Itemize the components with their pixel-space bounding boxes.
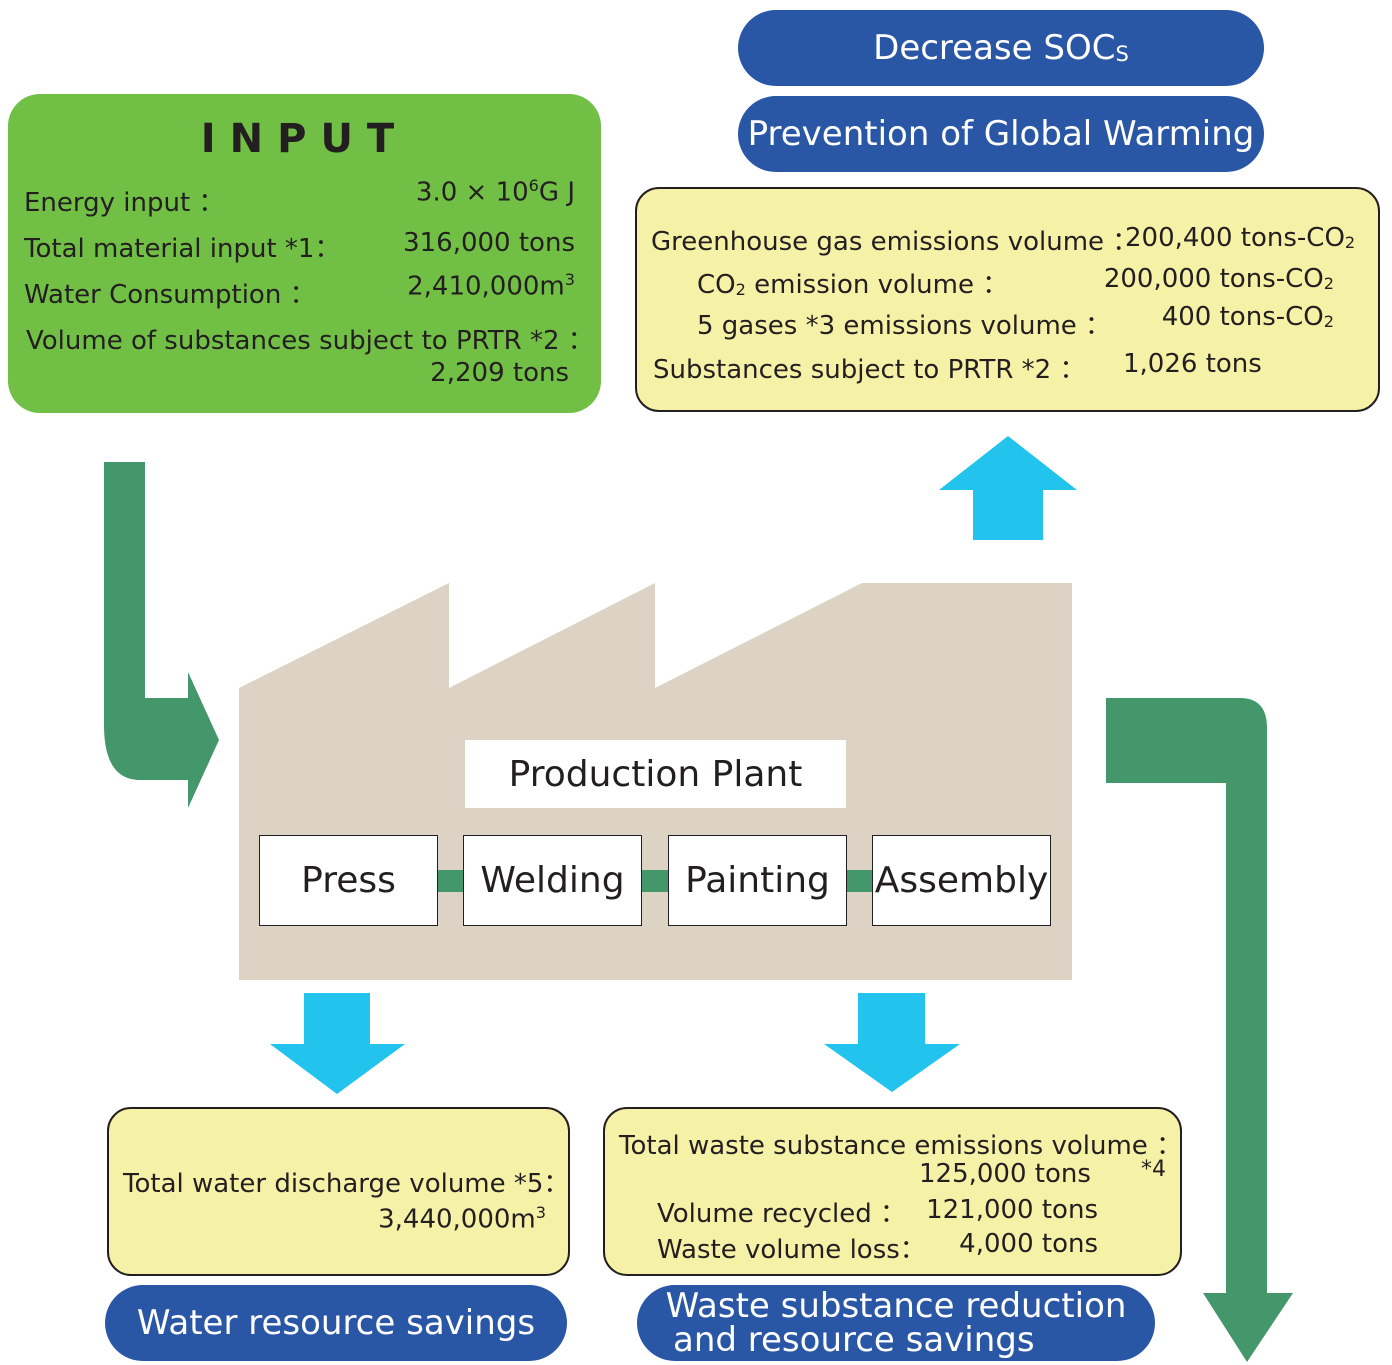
plant-title-box: Production Plant (465, 740, 846, 808)
ghg-value: 200,400 tons-CO2 (1125, 223, 1356, 253)
input-flow-arrow (104, 462, 219, 808)
prtr-emissions-value: 1,026 tons (1123, 349, 1262, 379)
waste-loss-value: 4,000 tons (959, 1229, 1098, 1259)
waste-reduction-pill: Waste substance reduction and resource s… (637, 1285, 1155, 1361)
global-warming-text: Prevention of Global Warming (747, 114, 1255, 154)
water-consumption-label: Water Consumption ： (24, 280, 316, 310)
waste-box: Total waste substance emissions volume ：… (603, 1107, 1182, 1276)
process-press: Press (259, 835, 438, 926)
prtr-input-label: Volume of substances subject to PRTR *2 … (26, 326, 594, 356)
water-savings-pill: Water resource savings (105, 1285, 567, 1361)
material-input-label: Total material input *1： (24, 234, 341, 264)
connector-press-welding (437, 870, 465, 892)
material-input-value: 316,000 tons (403, 228, 575, 258)
ghg-label: Greenhouse gas emissions volume ： (651, 227, 1139, 257)
waste-reduction-line1: Waste substance reduction (665, 1286, 1127, 1326)
down-arrow-water (270, 993, 405, 1094)
plant-title: Production Plant (508, 753, 803, 795)
co2-label: CO2 emission volume ： (697, 270, 1009, 300)
down-arrow-waste (824, 993, 960, 1092)
water-savings-text: Water resource savings (136, 1303, 536, 1343)
energy-input-value: 3.0 × 106G J (415, 176, 575, 208)
connector-welding-painting (641, 870, 669, 892)
prtr-emissions-label: Substances subject to PRTR *2 ： (653, 355, 1086, 385)
decrease-socs-pill: Decrease SOCS (738, 10, 1264, 86)
water-discharge-box: Total water discharge volume *5： 3,440,0… (107, 1107, 570, 1276)
water-discharge-label: Total water discharge volume *5： (123, 1169, 570, 1199)
recycled-label: Volume recycled ： (657, 1199, 907, 1229)
water-discharge-value: 3,440,000m3 (378, 1203, 546, 1235)
five-gases-label: 5 gases *3 emissions volume ： (697, 311, 1112, 341)
process-painting: Painting (668, 835, 847, 926)
waste-loss-label: Waste volume loss： (657, 1235, 926, 1265)
process-welding: Welding (463, 835, 642, 926)
process-assembly: Assembly (872, 835, 1051, 926)
co2-value: 200,000 tons-CO2 (1103, 264, 1334, 294)
decrease-socs-text: Decrease SOCS (873, 28, 1129, 68)
up-arrow-emissions (939, 436, 1077, 540)
input-box: INPUT Energy input ： 3.0 × 106G J Total … (8, 94, 601, 413)
connector-painting-assembly (846, 870, 874, 892)
five-gases-value: 400 tons-CO2 (1161, 302, 1334, 332)
waste-note: *4 (1141, 1157, 1166, 1182)
emissions-box: Greenhouse gas emissions volume ： 200,40… (635, 187, 1380, 412)
waste-total-label: Total waste substance emissions volume ： (619, 1131, 1183, 1161)
prtr-input-value: 2,209 tons (430, 358, 569, 388)
global-warming-pill: Prevention of Global Warming (738, 96, 1264, 172)
energy-input-label: Energy input ： (24, 188, 225, 218)
input-title: INPUT (200, 116, 409, 162)
recycled-value: 121,000 tons (926, 1195, 1098, 1225)
water-consumption-value: 2,410,000m3 (407, 270, 575, 302)
waste-reduction-line2: and resource savings (673, 1320, 1035, 1360)
output-flow-arrow (1106, 698, 1293, 1362)
waste-total-value: 125,000 tons (919, 1159, 1091, 1189)
